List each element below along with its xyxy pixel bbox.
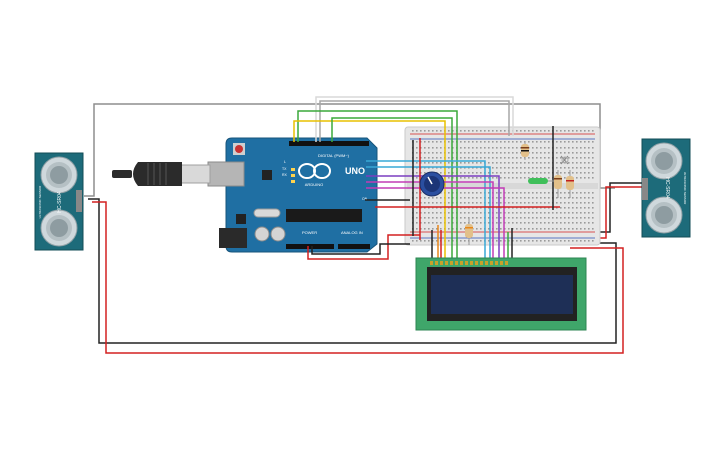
wire-red-arduino[interactable] bbox=[307, 234, 420, 260]
wire-yellow-top[interactable] bbox=[293, 120, 446, 265]
power-pins-label: POWER bbox=[302, 230, 317, 235]
wire-gray-top[interactable] bbox=[84, 103, 615, 197]
wire-white[interactable] bbox=[315, 96, 514, 142]
signal-wires bbox=[293, 96, 560, 265]
transducer-bottom-right bbox=[645, 196, 683, 234]
analog-header bbox=[338, 244, 370, 249]
ultrasonic-sensor-right: HC-SR04 ULTRASONIC SENSOR bbox=[641, 138, 691, 238]
potentiometer[interactable] bbox=[419, 171, 445, 197]
led-clear[interactable] bbox=[560, 155, 569, 165]
sensor-right-model: HC-SR04 bbox=[664, 177, 670, 199]
wire-cyan-2[interactable] bbox=[366, 166, 491, 262]
power-header bbox=[286, 244, 334, 249]
sensor-left-side-text: ULTRASONIC SENSOR bbox=[38, 185, 42, 218]
transducer-bottom-left bbox=[40, 209, 78, 247]
wire-black-bottom[interactable] bbox=[88, 198, 617, 344]
digital-header bbox=[289, 141, 369, 146]
rx-label: RX bbox=[282, 173, 288, 177]
analog-pins-label: ANALOG IN bbox=[341, 230, 363, 235]
sensor-left-model: HC-SR04 bbox=[57, 191, 63, 213]
wire-magenta-1[interactable] bbox=[366, 181, 494, 262]
arduino-model-label: UNO bbox=[345, 166, 365, 176]
ultrasonic-sensor-left: HC-SR04 ULTRASONIC SENSOR bbox=[34, 152, 84, 251]
resistor-4[interactable] bbox=[465, 218, 473, 245]
tx-label: TX bbox=[282, 167, 287, 171]
wire-purple[interactable] bbox=[366, 175, 500, 262]
wire-red-bottom[interactable] bbox=[92, 201, 624, 354]
microcontroller-chip bbox=[286, 209, 362, 222]
l-label: L bbox=[284, 160, 286, 164]
external-wires bbox=[84, 103, 642, 354]
usb-cable bbox=[112, 162, 211, 186]
lcd-pin-header bbox=[430, 261, 508, 265]
lcd-display bbox=[415, 257, 587, 331]
resistor-3[interactable] bbox=[566, 170, 574, 198]
usb-port bbox=[207, 161, 245, 187]
wire-magenta-2[interactable] bbox=[366, 187, 505, 262]
digital-pins-label: DIGITAL (PWM~) bbox=[318, 153, 350, 158]
resistor-1[interactable] bbox=[521, 141, 529, 160]
wire-green-2[interactable] bbox=[331, 117, 453, 265]
on-label: ON bbox=[362, 197, 368, 201]
reset-button[interactable] bbox=[235, 145, 243, 153]
transducer-top-right bbox=[645, 142, 683, 180]
power-jack bbox=[219, 228, 247, 248]
sensor-right-side-text: ULTRASONIC SENSOR bbox=[683, 172, 687, 205]
arduino-logo-icon bbox=[298, 163, 331, 179]
arduino-brand-label: ARDUINO bbox=[305, 182, 323, 187]
transducer-top-left bbox=[40, 156, 78, 194]
arduino-uno: ARDUINO UNO DIGITAL (PWM~) POWER ANALOG … bbox=[207, 137, 378, 253]
lcd-screen bbox=[431, 275, 573, 314]
resistor-2[interactable] bbox=[554, 170, 562, 198]
wire-black-arduino[interactable] bbox=[311, 243, 410, 255]
wire-cyan-1[interactable] bbox=[366, 160, 486, 262]
